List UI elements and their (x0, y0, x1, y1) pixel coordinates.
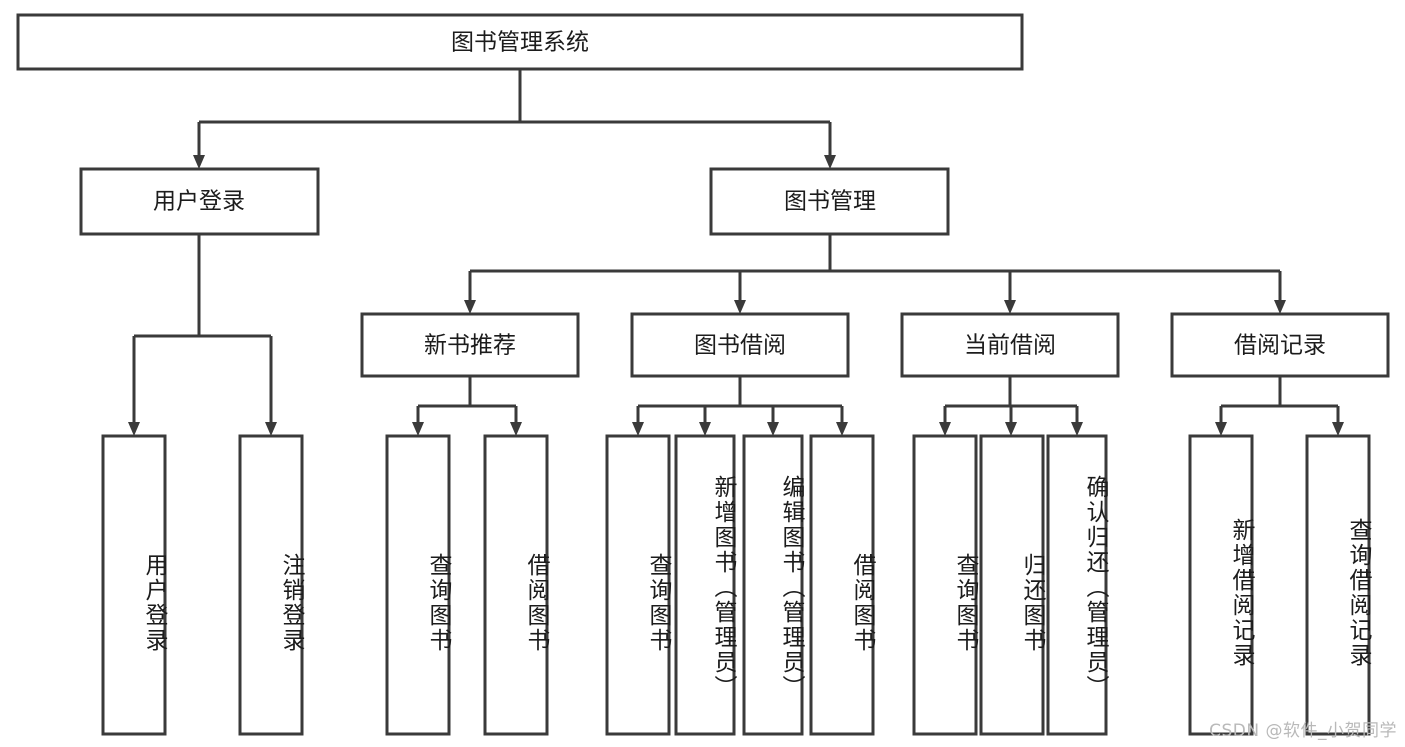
node-root-label: 图书管理系统 (451, 30, 589, 56)
arrowhead-leaf-user-login (128, 422, 140, 436)
edge-group-book-borrow-to-leaves (632, 376, 848, 436)
arrowhead-leaf-confirm-return (1071, 422, 1083, 436)
node-leaf-add-record-box[interactable] (1188, 434, 1254, 736)
arrowhead-leaf-query-book-rec (412, 422, 424, 436)
node-book-manage-label: 图书管理 (784, 189, 876, 215)
arrowhead-leaf-add-record (1215, 422, 1227, 436)
node-leaf-logout-box[interactable] (238, 434, 304, 736)
node-borrow-record[interactable]: 借阅记录 (1170, 312, 1390, 378)
node-leaf-user-login-box[interactable] (101, 434, 167, 736)
edge-group-current-borrow-to-leaves (939, 376, 1083, 436)
node-user-login-label: 用户登录 (153, 189, 245, 215)
node-borrow-record-label: 借阅记录 (1234, 333, 1326, 359)
arrowhead-leaf-borrow-book-rec (510, 422, 522, 436)
node-borrow-record-box[interactable] (1170, 312, 1390, 378)
node-current-borrow-label: 当前借阅 (964, 333, 1056, 359)
arrowhead-leaf-edit-book (767, 422, 779, 436)
node-book-manage-box[interactable] (709, 167, 950, 236)
node-leaf-query-record-box[interactable] (1305, 434, 1371, 736)
edge-group-user-login-to-leaves (128, 234, 277, 436)
arrowhead-user-login (193, 155, 205, 169)
node-book-manage[interactable]: 图书管理 (709, 167, 950, 236)
arrowhead-leaf-add-book (699, 422, 711, 436)
node-leaf-edit-book-box[interactable] (742, 434, 804, 736)
arrowhead-current-borrow (1004, 300, 1016, 314)
node-root[interactable]: 图书管理系统 (16, 13, 1024, 71)
node-new-book-rec-label: 新书推荐 (424, 333, 516, 359)
node-new-book-rec[interactable]: 新书推荐 (360, 312, 580, 378)
csdn-watermark: CSDN @软件_小贺同学 (1209, 721, 1397, 741)
arrowhead-leaf-query-record (1332, 422, 1344, 436)
node-root-box[interactable] (16, 13, 1024, 71)
node-book-borrow-box[interactable] (630, 312, 850, 378)
node-leaf-query-book-cur-box[interactable] (912, 434, 978, 736)
node-book-borrow-label: 图书借阅 (694, 333, 786, 359)
node-leaf-borrow-book-rec-box[interactable] (483, 434, 549, 736)
node-current-borrow[interactable]: 当前借阅 (900, 312, 1120, 378)
node-leaf-return-book-box[interactable] (979, 434, 1045, 736)
arrowhead-leaf-return-book (1005, 422, 1017, 436)
edge-group-book-manage-to-level3 (464, 234, 1286, 314)
node-user-login-box[interactable] (79, 167, 320, 236)
node-new-book-rec-box[interactable] (360, 312, 580, 378)
node-leaf-query-book-box[interactable] (605, 434, 671, 736)
node-book-borrow[interactable]: 图书借阅 (630, 312, 850, 378)
arrowhead-book-borrow (734, 300, 746, 314)
arrowhead-leaf-logout (265, 422, 277, 436)
node-current-borrow-box[interactable] (900, 312, 1120, 378)
node-leaf-query-book-rec-box[interactable] (385, 434, 451, 736)
node-leaf-borrow-book-box[interactable] (809, 434, 875, 736)
arrowhead-book-manage (824, 155, 836, 169)
node-leaf-confirm-return-box[interactable] (1046, 434, 1108, 736)
arrowhead-leaf-query-book (632, 422, 644, 436)
edge-group-new-book-rec-to-leaves (412, 376, 522, 436)
arrowhead-borrow-record (1274, 300, 1286, 314)
arrowhead-new-book-rec (464, 300, 476, 314)
edge-group-root-to-level2 (193, 69, 836, 169)
edge-group-borrow-record-to-leaves (1215, 376, 1344, 436)
node-user-login[interactable]: 用户登录 (79, 167, 320, 236)
arrowhead-leaf-borrow-book (836, 422, 848, 436)
node-leaf-add-book-box[interactable] (674, 434, 736, 736)
arrowhead-leaf-query-book-cur (939, 422, 951, 436)
leaf-boxes (101, 434, 1371, 736)
